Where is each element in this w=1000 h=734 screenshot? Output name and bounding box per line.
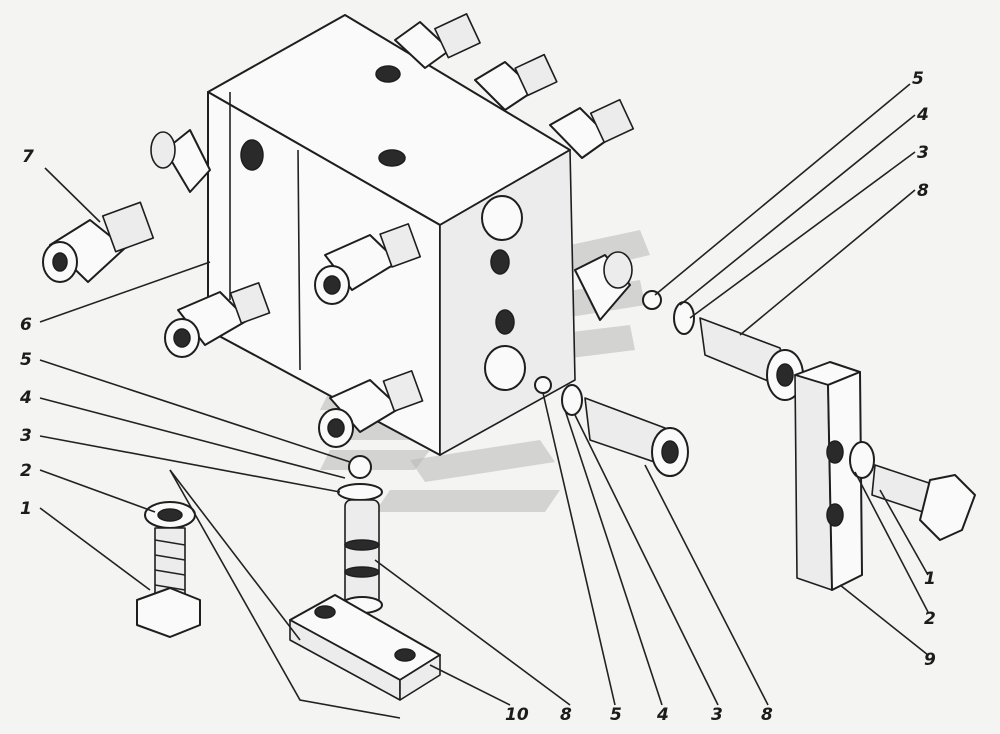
label-8-bottom-b: 8 <box>761 705 773 725</box>
label-1-left: 1 <box>20 499 32 519</box>
spool-assembly-left <box>337 455 383 614</box>
label-7: 7 <box>22 147 34 167</box>
block-fittings <box>150 13 635 448</box>
bar-part-9 <box>794 361 863 591</box>
label-9: 9 <box>924 650 936 670</box>
fitting-front-center <box>314 223 422 305</box>
label-8-top-right: 8 <box>917 181 929 201</box>
label-3-bottom: 3 <box>711 705 723 725</box>
fitting-front-bottom <box>318 370 424 448</box>
label-3-left: 3 <box>20 426 32 446</box>
fitting-right-side <box>574 251 633 321</box>
fitting-top-1 <box>394 13 481 69</box>
fitting-left-top <box>150 129 211 193</box>
plate-part-10 <box>289 594 441 701</box>
fitting-top-2 <box>474 53 558 111</box>
label-5-top-right: 5 <box>912 69 924 89</box>
label-2-right: 2 <box>924 609 936 629</box>
label-5-left: 5 <box>20 350 32 370</box>
spool-assembly-right-lower <box>534 376 689 477</box>
label-6: 6 <box>20 315 32 335</box>
spool-assembly-right-upper <box>642 290 804 401</box>
label-8-bottom-a: 8 <box>560 705 572 725</box>
label-4-left: 4 <box>19 388 32 408</box>
label-4-bottom: 4 <box>656 705 669 725</box>
fitting-top-3 <box>549 98 635 159</box>
leader-lines <box>39 83 929 719</box>
label-2-left: 2 <box>20 461 32 481</box>
label-4-top-right: 4 <box>916 105 929 125</box>
fitting-part-7 <box>42 201 155 283</box>
label-3-top-right: 3 <box>917 143 929 163</box>
label-1-right: 1 <box>924 569 936 589</box>
bolt-right <box>849 441 976 541</box>
fitting-front-left <box>164 282 271 358</box>
bolt-left <box>136 501 201 638</box>
callout-labels: 7 6 5 4 3 2 1 5 4 3 8 1 2 9 10 8 5 4 3 8 <box>19 69 936 725</box>
label-10: 10 <box>505 705 529 725</box>
label-5-bottom: 5 <box>610 705 622 725</box>
